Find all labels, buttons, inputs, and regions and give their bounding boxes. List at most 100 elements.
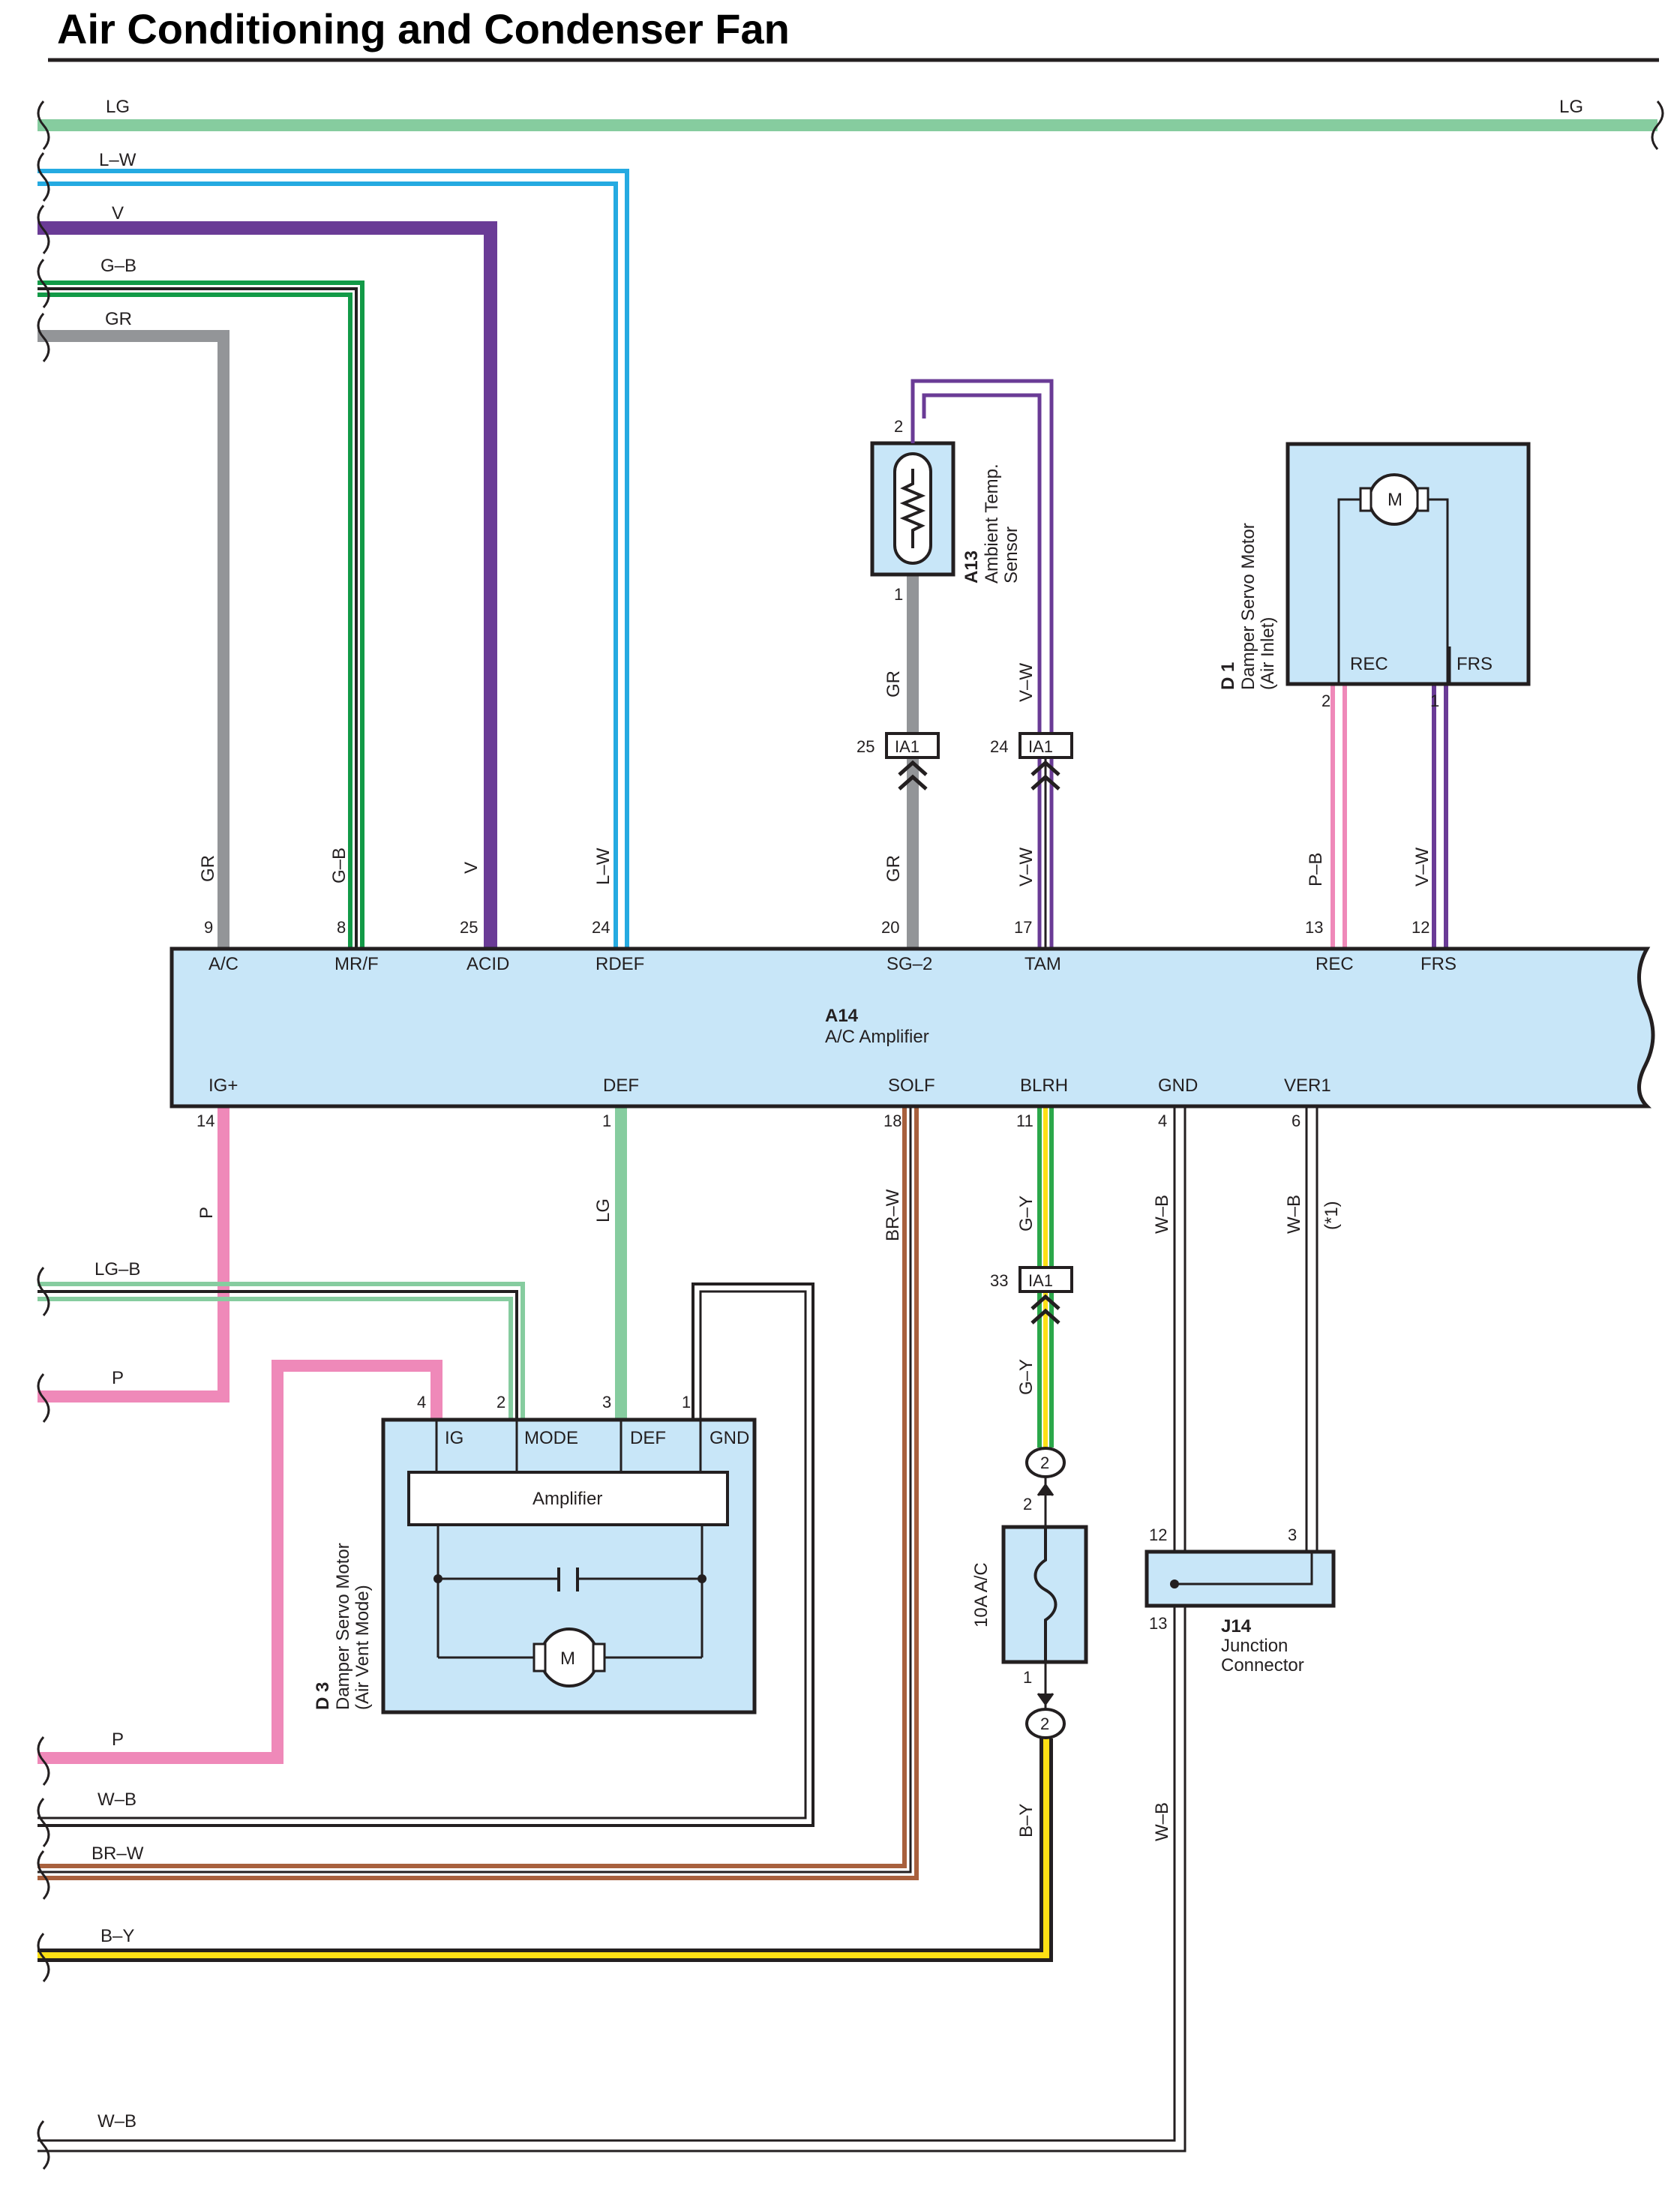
d1-motor-label: M — [1388, 490, 1402, 510]
wire-label: LG — [593, 1198, 614, 1222]
d1-term-num: 2 — [1322, 692, 1330, 710]
wire-label: V — [112, 203, 124, 224]
a14-pin-name: A/C — [208, 954, 238, 974]
a14-code: A14 — [825, 1006, 859, 1026]
diagram-title: Air Conditioning and Condenser Fan — [57, 5, 790, 52]
j14-pin: 13 — [1149, 1614, 1167, 1633]
d3-term-name: IG — [445, 1428, 464, 1448]
a14-pin-num: 18 — [884, 1112, 902, 1130]
a14-pin-num: 8 — [337, 918, 346, 937]
d3-term-name: GND — [710, 1428, 749, 1448]
a14-pin-name: TAM — [1024, 954, 1061, 974]
wire-label: BR–W — [92, 1844, 144, 1864]
wire-label: GR — [884, 670, 904, 698]
wire-label: V–W — [1016, 848, 1036, 886]
a13-code: A13 — [962, 550, 982, 584]
wire-label: V — [461, 862, 482, 874]
j14-junction-connector: 12 3 13 J14 Junction Connector — [1144, 1526, 1336, 1676]
a14-pin-name: IG+ — [208, 1076, 238, 1096]
a14-pin-name: SG–2 — [886, 954, 932, 974]
fuse-pin-bottom: 1 — [1023, 1668, 1032, 1687]
d3-name-line2: (Air Vent Mode) — [352, 1585, 373, 1710]
a13-pin-bottom: 1 — [894, 585, 903, 604]
wire-by — [38, 1738, 1053, 1962]
j14-code: J14 — [1221, 1616, 1252, 1636]
wire-label: P — [112, 1730, 124, 1750]
wire-gb — [38, 280, 364, 950]
a14-pin-name: FRS — [1420, 954, 1456, 974]
a13-ambient-sensor: 2 1 A13 Ambient Temp. Sensor — [870, 417, 1022, 604]
connector-pin: 33 — [990, 1271, 1008, 1290]
connector-code: IA1 — [895, 737, 920, 756]
wire-note: (*1) — [1322, 1201, 1342, 1230]
a14-name: A/C Amplifier — [825, 1027, 929, 1047]
wire-lw — [38, 169, 629, 950]
a14-pin-name: REC — [1316, 954, 1354, 974]
wire-label: V–W — [1412, 848, 1432, 886]
wire-wb-gnd — [38, 1106, 1186, 2152]
connector-code: IA1 — [1028, 737, 1053, 756]
wire-wb-ver1 — [1174, 1106, 1318, 1596]
break-mark-right — [1651, 100, 1664, 150]
thermistor-icon — [899, 469, 926, 548]
wire-label: V–W — [1016, 663, 1036, 702]
wire-label: W–B — [1284, 1195, 1304, 1234]
connector-code: IA1 — [1028, 1271, 1053, 1290]
wire-p-ig — [38, 1106, 230, 1402]
a14-pin-num: 20 — [881, 918, 899, 937]
ia1-connector-33: IA1 33 — [990, 1266, 1073, 1324]
d3-term-num: 2 — [496, 1393, 506, 1412]
fuse-icon — [1034, 1527, 1058, 1662]
d1-code: D 1 — [1218, 662, 1238, 690]
a14-pin-num: 17 — [1014, 918, 1032, 937]
j14-pin: 12 — [1149, 1526, 1167, 1544]
wire-gr — [38, 330, 230, 950]
a13-name-line2: Sensor — [1001, 526, 1022, 584]
wire-label: P — [112, 1368, 124, 1388]
d1-term-name: REC — [1350, 654, 1388, 674]
wire-label: B–Y — [100, 1926, 134, 1946]
a14-pin-num: 9 — [204, 918, 213, 937]
a14-pin-num: 1 — [602, 1112, 611, 1130]
wire-d1-vw — [1432, 684, 1448, 950]
wire-label: GR — [105, 309, 132, 329]
wire-label: W–B — [98, 2111, 136, 2132]
wire-color-labels: LG LG L–W V G–B GR LG–B P P W–B BR–W B–Y… — [92, 97, 1583, 2132]
fuse-conn-top: 2 — [1040, 1454, 1049, 1472]
fuse-conn-bottom: 2 — [1040, 1714, 1049, 1733]
a14-pin-name: VER1 — [1284, 1076, 1331, 1096]
a14-pin-num: 25 — [460, 918, 478, 937]
a14-pin-num: 12 — [1412, 918, 1430, 937]
wire-label: GR — [884, 855, 904, 882]
a13-name-line1: Ambient Temp. — [982, 464, 1002, 584]
d1-damper-servo: M REC FRS 2 1 D 1 Damper Servo Motor (Ai… — [1218, 442, 1531, 710]
d3-damper-servo: M Amplifier IG MODE DEF GND 4 2 3 1 D 3 … — [313, 1393, 757, 1714]
d3-term-num: 1 — [682, 1393, 691, 1412]
a14-pin-name: DEF — [603, 1076, 639, 1096]
a14-pin-num: 13 — [1305, 918, 1323, 937]
a14-pin-name: ACID — [466, 954, 509, 974]
d3-name-line1: Damper Servo Motor — [333, 1543, 353, 1710]
a14-pin-num: 11 — [1016, 1112, 1034, 1130]
ia1-connector-24: IA1 24 — [990, 732, 1073, 790]
break-marks-left — [37, 100, 50, 2170]
j14-pin: 3 — [1288, 1526, 1297, 1544]
wire-label: W–B — [1152, 1802, 1172, 1841]
d3-term-num: 4 — [417, 1393, 426, 1412]
d3-term-name: DEF — [630, 1428, 666, 1448]
connector-pin: 24 — [990, 737, 1008, 756]
wire-label: BR–W — [883, 1189, 903, 1241]
wire-v — [38, 221, 497, 950]
wire-label: B–Y — [1016, 1804, 1036, 1838]
wire-label: LG–B — [94, 1259, 140, 1280]
d3-term-name: MODE — [524, 1428, 578, 1448]
d1-term-name: FRS — [1456, 654, 1492, 674]
a14-pin-name: MR/F — [334, 954, 379, 974]
wire-label: P–B — [1306, 853, 1326, 886]
wire-brw — [38, 1106, 919, 1880]
wire-label: G–Y — [1016, 1196, 1036, 1232]
fuse-label: 10A A/C — [971, 1562, 992, 1628]
fuse-pin-top: 2 — [1023, 1495, 1032, 1514]
wire-label: G–B — [100, 256, 136, 276]
d1-name-line2: (Air Inlet) — [1258, 617, 1278, 690]
